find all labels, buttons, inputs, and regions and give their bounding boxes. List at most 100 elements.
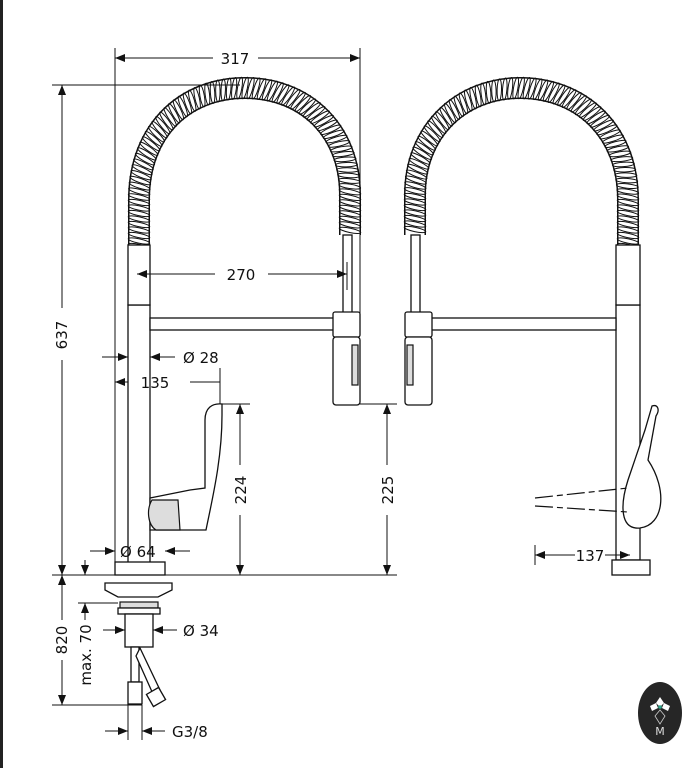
spring-coil bbox=[159, 111, 174, 131]
spring-coil bbox=[611, 161, 635, 168]
spring-coil bbox=[290, 91, 306, 110]
spring-coil bbox=[127, 215, 151, 223]
faucet-base bbox=[114, 561, 166, 576]
spring-coil bbox=[403, 203, 427, 212]
spring-coil bbox=[453, 95, 465, 118]
spring-coil bbox=[325, 134, 348, 144]
spring-coil bbox=[420, 130, 439, 147]
spring-coil bbox=[403, 209, 427, 217]
washer bbox=[119, 601, 159, 609]
spring-coil bbox=[141, 136, 161, 152]
under-deck-parts bbox=[104, 582, 173, 708]
spring-coil bbox=[616, 193, 640, 201]
spring-coil bbox=[338, 226, 362, 234]
spring-coil bbox=[517, 76, 525, 100]
spring-coil bbox=[215, 79, 221, 103]
spring-coil bbox=[322, 129, 345, 140]
hose-sleeve-right bbox=[615, 244, 641, 306]
dim-137: 137 bbox=[576, 547, 605, 565]
spring-coil bbox=[610, 156, 634, 163]
spring-coil bbox=[236, 76, 243, 100]
faucet-front-view bbox=[114, 76, 362, 576]
spring-coil bbox=[443, 102, 457, 124]
spring-coil bbox=[329, 145, 353, 153]
spring-coil bbox=[616, 209, 640, 218]
spring-coil bbox=[412, 146, 433, 161]
spring-coil bbox=[458, 92, 469, 115]
dim-135: 135 bbox=[141, 374, 170, 392]
spring-coil bbox=[266, 80, 279, 102]
hose-sleeve-left bbox=[127, 244, 151, 306]
spring-coil bbox=[578, 102, 597, 118]
spring-coil bbox=[334, 161, 358, 168]
spring-coil bbox=[408, 158, 430, 170]
spring-coil bbox=[127, 226, 151, 234]
spring-coil bbox=[431, 115, 447, 135]
spring-coil bbox=[204, 82, 211, 106]
spring-coil bbox=[552, 84, 566, 105]
spring-coil bbox=[616, 231, 640, 240]
spring-coil bbox=[131, 164, 153, 176]
spring-coil bbox=[501, 77, 508, 101]
spring-coil bbox=[251, 77, 261, 100]
spring-coil bbox=[593, 119, 614, 132]
spring-coil bbox=[155, 116, 171, 135]
dim-diameter-34: Ø 34 bbox=[183, 622, 219, 640]
spring-coil bbox=[547, 82, 560, 104]
spring-coil bbox=[614, 172, 638, 178]
dim-max-70: max. 70 bbox=[77, 624, 95, 685]
spring-coil bbox=[561, 89, 577, 109]
spring-coil bbox=[302, 102, 321, 118]
spring-coil bbox=[532, 78, 543, 101]
spring-coil bbox=[127, 220, 151, 229]
spring-coil bbox=[613, 167, 637, 173]
spring-coil bbox=[338, 183, 362, 190]
spring-coil bbox=[496, 78, 503, 102]
spray-head-top bbox=[332, 311, 361, 338]
spring-coil bbox=[606, 145, 630, 153]
spring-coil bbox=[127, 237, 151, 245]
dim-317: 317 bbox=[221, 50, 250, 68]
spring-coil bbox=[616, 237, 640, 245]
spring-coil bbox=[589, 114, 610, 128]
spring-coil bbox=[616, 188, 640, 195]
spring-coil bbox=[225, 77, 232, 101]
shank bbox=[124, 613, 154, 648]
spring-coil bbox=[261, 79, 273, 101]
spring-coil bbox=[410, 152, 431, 165]
spring-coil bbox=[414, 141, 434, 156]
spring-coil bbox=[542, 80, 555, 102]
spring-coil bbox=[336, 167, 360, 173]
dimension-lines bbox=[52, 48, 630, 740]
spring-coil bbox=[133, 158, 154, 171]
spring-coil bbox=[127, 204, 151, 212]
spring-coil bbox=[127, 231, 151, 240]
spring-coil bbox=[163, 107, 177, 127]
spring-coil bbox=[316, 119, 338, 132]
spring-coil bbox=[423, 125, 441, 143]
spray-head-button bbox=[351, 344, 359, 386]
support-arm bbox=[149, 317, 336, 331]
spring-coil bbox=[601, 134, 624, 144]
spring-coil bbox=[474, 84, 482, 108]
spring-coil bbox=[209, 80, 216, 104]
brand-logo: M bbox=[638, 682, 682, 744]
spring-coil bbox=[537, 79, 549, 101]
spring-coil bbox=[604, 139, 627, 148]
spring-coil bbox=[507, 76, 514, 100]
spring-coil bbox=[522, 77, 531, 100]
dim-diameter-64: Ø 64 bbox=[120, 543, 156, 561]
spring-coil bbox=[220, 78, 226, 102]
spring-coil bbox=[144, 130, 163, 147]
spring-coil bbox=[557, 86, 572, 107]
spring-coil bbox=[333, 156, 357, 163]
spring-coil bbox=[405, 169, 428, 180]
faucet-column bbox=[127, 304, 151, 571]
spring-coil bbox=[298, 98, 317, 115]
dim-637: 637 bbox=[53, 321, 71, 350]
spring-coil bbox=[512, 76, 520, 100]
spring-coil bbox=[151, 120, 168, 139]
spring-coil bbox=[608, 150, 632, 158]
spring-coil bbox=[480, 82, 487, 106]
